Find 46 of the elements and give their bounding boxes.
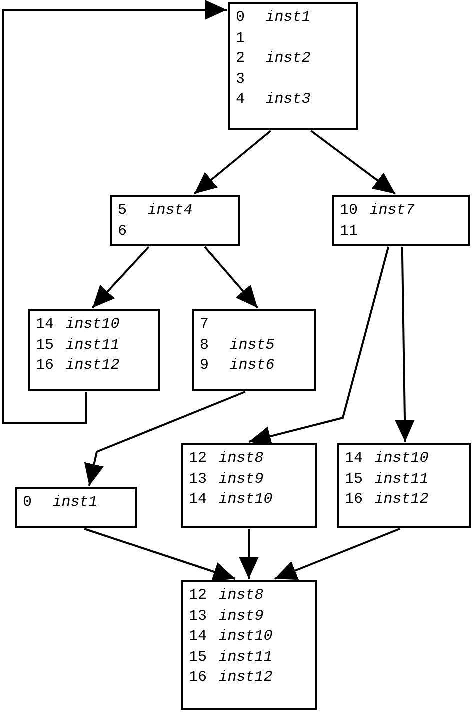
arrow [92,246,150,309]
code-line: 8 inst5 [200,336,276,356]
code-line: 10 inst7 [340,201,416,221]
code-block [181,580,317,710]
code-line: 14 inst10 [36,315,121,335]
code-block [28,309,160,391]
code-block [181,443,317,528]
code-block [332,195,470,246]
code-line: 12 inst8 [189,449,265,469]
arrow [84,528,236,582]
code-line: 12 inst8 [189,586,265,606]
code-line: 16 inst12 [36,356,121,376]
code-line: 13 inst9 [189,470,265,490]
code-block [337,443,471,528]
code-line: 15 inst11 [36,336,121,356]
code-line: 16 inst12 [189,668,274,688]
code-line: 4 inst3 [236,90,312,110]
code-line: 13 inst9 [189,606,265,626]
code-line: 5 inst4 [118,201,194,221]
arrow [310,130,396,195]
code-line: 15 inst11 [345,470,430,490]
code-line: 16 inst12 [345,490,430,510]
arrow [274,528,400,580]
code-block [15,487,137,528]
code-line: 14 inst10 [189,490,274,510]
arrow [204,246,258,309]
arrow [239,529,259,579]
arrow [194,130,272,195]
code-line: 14 inst10 [189,627,274,647]
code-line: 15 inst11 [189,648,274,668]
code-line: 1 [236,28,246,48]
arrow [84,391,246,486]
code-block [110,195,240,246]
code-line: 6 [118,222,128,242]
arrow [2,0,227,424]
code-line: 7 [200,315,210,335]
arrow [395,246,415,442]
code-block [228,2,358,130]
code-block [192,309,316,391]
code-line: 0 inst1 [23,493,99,513]
code-line: 9 inst6 [200,356,276,376]
code-line: 3 [236,70,246,90]
code-line: 14 inst10 [345,449,430,469]
code-line: 0 inst1 [236,8,312,28]
code-line: 11 [340,222,360,242]
code-line: 2 inst2 [236,49,312,69]
